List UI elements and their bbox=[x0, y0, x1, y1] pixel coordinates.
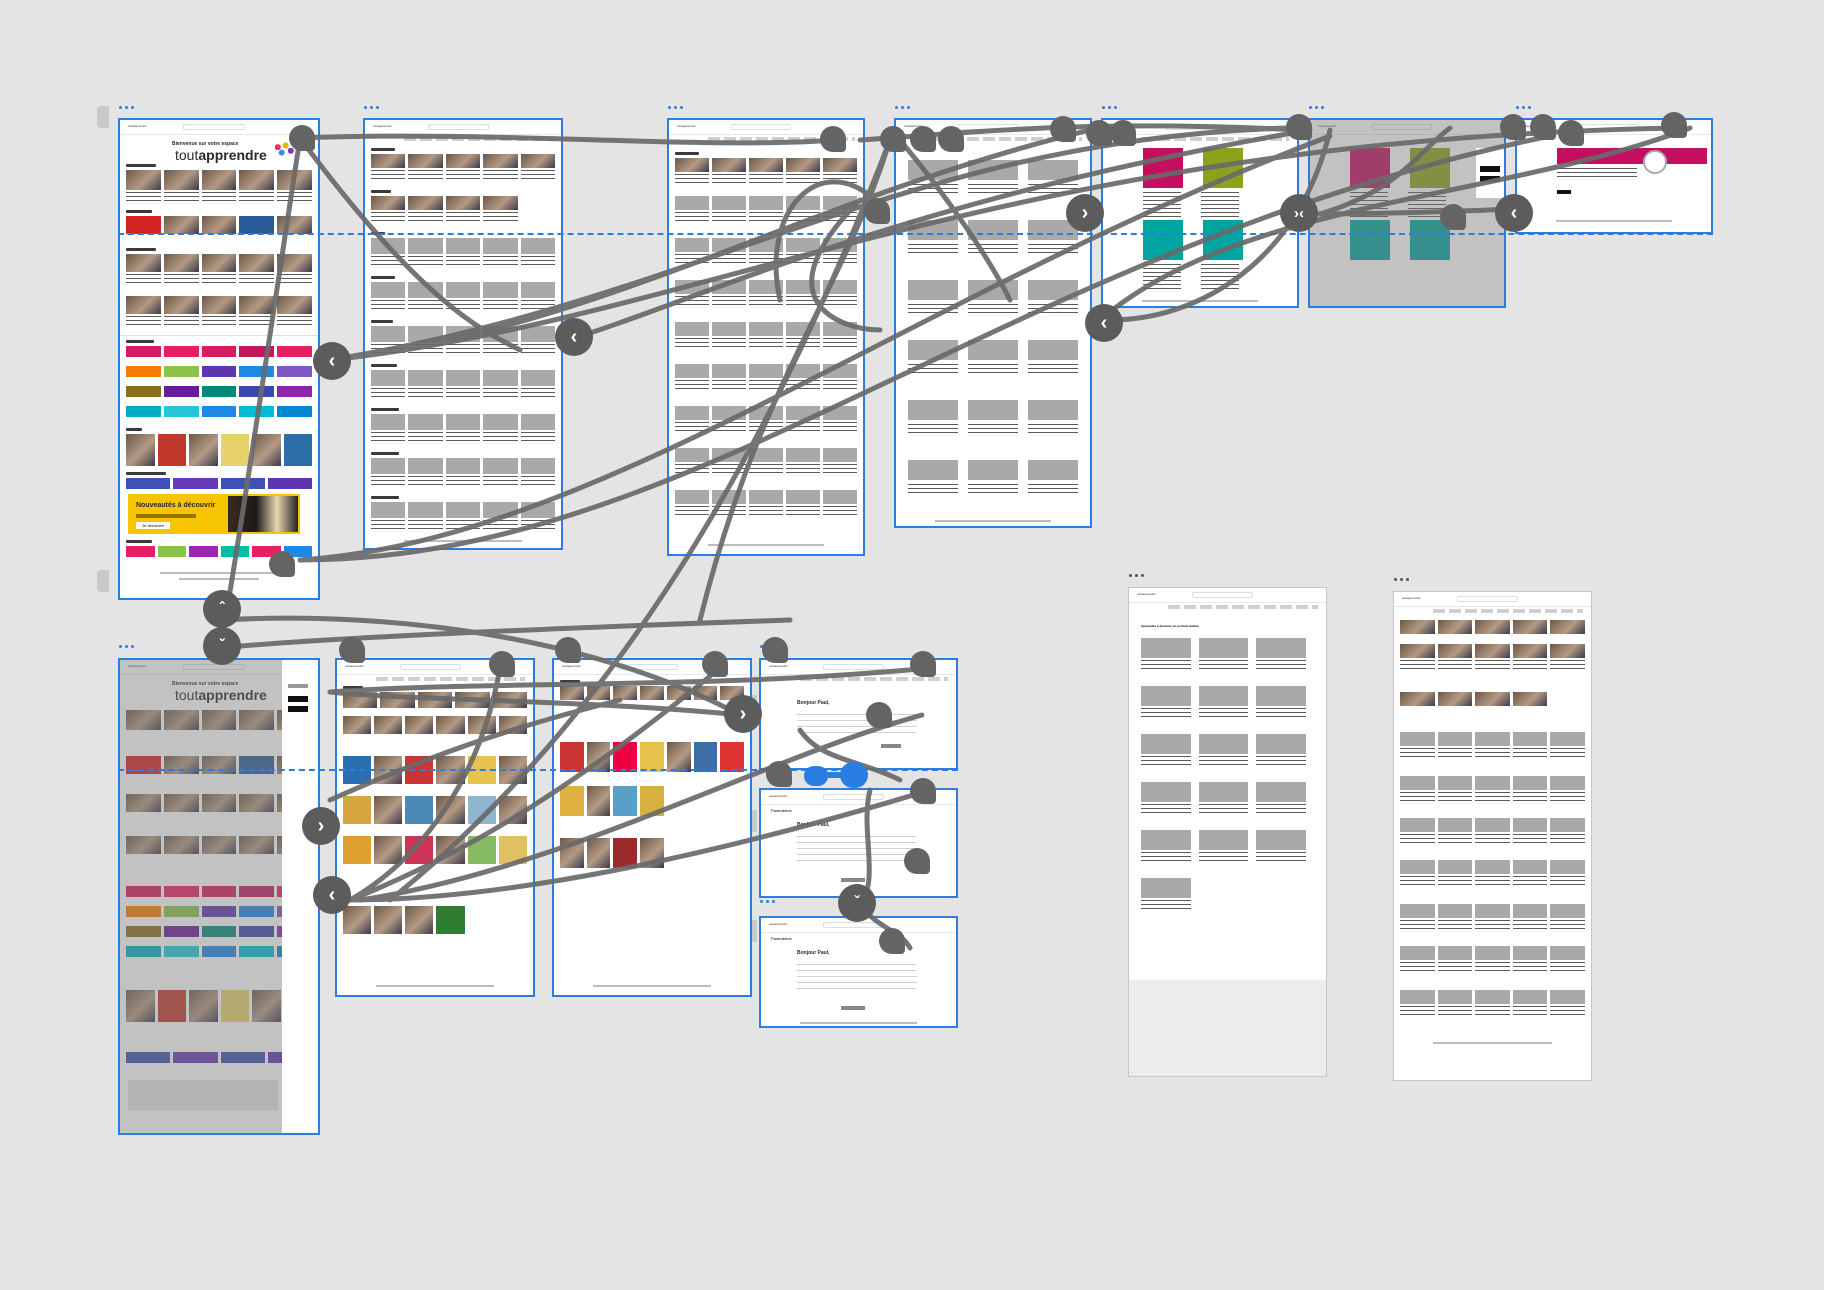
chevron-left-icon[interactable]: ‹ bbox=[313, 342, 351, 380]
welcome-text: Bienvenue sur votre espace bbox=[172, 141, 239, 147]
more-dots-icon[interactable] bbox=[895, 106, 910, 109]
connector-anchor[interactable] bbox=[1500, 114, 1526, 140]
search-input[interactable] bbox=[183, 124, 245, 130]
connector-anchor[interactable] bbox=[1050, 116, 1076, 142]
connector-anchor[interactable] bbox=[880, 126, 906, 152]
more-dots-icon[interactable] bbox=[119, 645, 134, 648]
greeting: Bonjour Paul, bbox=[797, 700, 830, 706]
chevron-down-icon[interactable]: ˇ bbox=[203, 627, 241, 665]
chevron-left-icon[interactable]: ‹ bbox=[1495, 194, 1533, 232]
artboard-home[interactable]: toutapprendre Bienvenue sur votre espace… bbox=[118, 118, 320, 600]
more-dots-icon[interactable] bbox=[668, 106, 683, 109]
connector-anchor[interactable] bbox=[1086, 120, 1112, 146]
connector-anchor[interactable] bbox=[1440, 204, 1466, 230]
artboard-offers[interactable]: toutapprendre bbox=[1101, 118, 1299, 308]
more-dots-icon[interactable] bbox=[1394, 578, 1409, 581]
chevron-left-icon[interactable]: ‹ bbox=[1085, 304, 1123, 342]
connector-anchor[interactable] bbox=[339, 637, 365, 663]
artboard-account-2[interactable]: toutapprendre Paramètres Bonjour Paul, bbox=[759, 788, 958, 898]
connector-anchor[interactable] bbox=[904, 848, 930, 874]
chevron-up-icon[interactable]: ˆ bbox=[203, 590, 241, 628]
promo-cta[interactable]: Je découvre bbox=[136, 522, 170, 529]
more-dots-icon[interactable] bbox=[1516, 106, 1531, 109]
logo-dots bbox=[270, 140, 296, 158]
side-drawer bbox=[282, 674, 318, 1133]
chevron-down-icon[interactable]: ˇ bbox=[838, 884, 876, 922]
connector-anchor[interactable] bbox=[910, 651, 936, 677]
more-dots-icon[interactable] bbox=[1129, 574, 1144, 577]
chevron-left-icon[interactable]: ‹ bbox=[313, 876, 351, 914]
connector-anchor[interactable] bbox=[910, 778, 936, 804]
more-dots-icon[interactable] bbox=[760, 900, 775, 903]
more-dots-icon[interactable] bbox=[1102, 106, 1117, 109]
artboard-handle[interactable] bbox=[97, 106, 109, 128]
connector-anchor[interactable] bbox=[489, 651, 515, 677]
chevron-right-icon[interactable]: › bbox=[724, 695, 762, 733]
more-dots-icon[interactable] bbox=[119, 106, 134, 109]
connector-anchor[interactable] bbox=[1558, 120, 1584, 146]
connector-anchor[interactable] bbox=[289, 125, 315, 151]
app-header: toutapprendre bbox=[120, 120, 318, 135]
fold-line bbox=[118, 233, 1093, 235]
connector-anchor[interactable] bbox=[766, 761, 792, 787]
connector-anchor[interactable] bbox=[1286, 114, 1312, 140]
artboard-account-3[interactable]: toutapprendre Paramètres Bonjour Paul, bbox=[759, 916, 958, 1028]
connector-anchor[interactable] bbox=[820, 126, 846, 152]
chevron-right-icon[interactable]: › bbox=[1066, 194, 1104, 232]
artboard-handle[interactable] bbox=[97, 570, 109, 592]
app-store-panel bbox=[1476, 148, 1504, 198]
connector-anchor[interactable] bbox=[879, 928, 905, 954]
connector-anchor[interactable] bbox=[866, 702, 892, 728]
promo-banner[interactable]: Nouveautés à découvrir Je découvre bbox=[128, 494, 300, 534]
connector-anchor[interactable] bbox=[864, 198, 890, 224]
fold-line bbox=[118, 769, 958, 771]
connector-anchor[interactable] bbox=[762, 637, 788, 663]
more-dots-icon[interactable] bbox=[1309, 106, 1324, 109]
connector-anchor[interactable] bbox=[555, 637, 581, 663]
connector-anchor[interactable] bbox=[1661, 112, 1687, 138]
logo: toutapprendre bbox=[175, 147, 267, 163]
selected-connector[interactable] bbox=[804, 760, 870, 790]
more-dots-icon[interactable] bbox=[364, 106, 379, 109]
artboard-catalog-plain[interactable]: toutapprendre bbox=[1393, 591, 1592, 1081]
artboard-home-dimmed[interactable]: toutapprendre Bienvenue sur votre espace… bbox=[118, 658, 320, 1135]
connector-anchor[interactable] bbox=[269, 551, 295, 577]
swap-arrows-icon[interactable]: ›‹ bbox=[1280, 194, 1318, 232]
connector-anchor[interactable] bbox=[910, 126, 936, 152]
connector-anchor[interactable] bbox=[1110, 120, 1136, 146]
fold-line bbox=[1101, 233, 1713, 235]
artboard-search-results[interactable]: toutapprendre Apprendre à dessiner un po… bbox=[1128, 587, 1327, 1077]
connector-anchor[interactable] bbox=[1530, 114, 1556, 140]
chevron-left-icon[interactable]: ‹ bbox=[555, 318, 593, 356]
connector-anchor[interactable] bbox=[938, 126, 964, 152]
artboard-catalog[interactable]: toutapprendre bbox=[363, 118, 563, 550]
chevron-right-icon[interactable]: › bbox=[302, 807, 340, 845]
settings-link[interactable]: Paramètres bbox=[771, 808, 792, 813]
connector-anchor[interactable] bbox=[702, 651, 728, 677]
search-heading: Apprendre à dessiner un portrait réalist… bbox=[1141, 624, 1200, 628]
